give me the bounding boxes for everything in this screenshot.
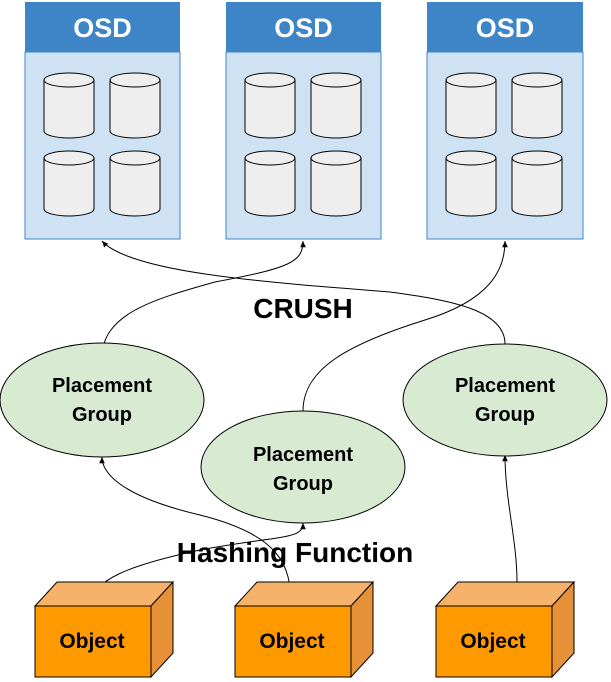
hash-arrow-obj2-pg1 xyxy=(99,456,292,606)
object-box-2: Object xyxy=(233,580,375,679)
osd-header xyxy=(226,2,381,52)
disk-group xyxy=(43,72,161,217)
osd-title: OSD xyxy=(476,13,535,43)
osd-header xyxy=(25,2,180,52)
placement-group-ellipse xyxy=(200,410,406,524)
placement-group-ellipse xyxy=(0,342,205,458)
disk-cylinder-icon xyxy=(445,150,497,217)
crush-arrow-pg3-osd1 xyxy=(101,240,506,345)
disk-group xyxy=(244,72,362,217)
placement-group-ellipse xyxy=(402,343,608,457)
disk-cylinder-icon xyxy=(43,72,95,139)
osd-node-1: OSD xyxy=(24,2,181,240)
crush-arrow-pg1-osd2 xyxy=(101,240,306,359)
crush-arrow-pg2-osd3 xyxy=(302,240,508,412)
osd-header xyxy=(427,2,583,52)
object-front-face xyxy=(34,605,152,678)
disk-cylinder-icon xyxy=(244,150,296,217)
disk-cylinder-icon xyxy=(511,150,563,217)
disk-cylinder-icon xyxy=(310,72,362,139)
object-label: Object xyxy=(59,630,124,653)
placement-group-2: Placement Group xyxy=(200,410,406,524)
osd-title: OSD xyxy=(274,13,333,43)
disk-cylinder-icon xyxy=(109,72,161,139)
object-box-3: Object xyxy=(434,580,576,679)
placement-group-label-line1: Placement xyxy=(52,375,152,397)
object-top-face xyxy=(33,581,175,607)
disk-cylinder-icon xyxy=(244,72,296,139)
placement-group-label-line1: Placement xyxy=(253,444,353,466)
disk-cylinder-icon xyxy=(310,150,362,217)
object-box-1: Object xyxy=(33,580,175,679)
osd-node-2: OSD xyxy=(225,2,382,240)
object-front-face xyxy=(435,605,553,678)
placement-group-3: Placement Group xyxy=(402,343,608,457)
object-label: Object xyxy=(259,630,324,653)
osd-node-3: OSD xyxy=(426,2,584,240)
disk-cylinder-icon xyxy=(445,72,497,139)
placement-group-1: Placement Group xyxy=(0,342,205,458)
placement-group-label-line2: Group xyxy=(273,473,333,495)
hash-arrow-obj3-pg3 xyxy=(502,454,518,583)
disk-cylinder-icon xyxy=(511,72,563,139)
placement-group-label-line2: Group xyxy=(72,404,132,426)
disk-group xyxy=(445,72,563,217)
object-front-face xyxy=(234,605,352,678)
object-label: Object xyxy=(460,630,525,653)
crush-label: CRUSH xyxy=(253,293,353,324)
disk-cylinder-icon xyxy=(109,150,161,217)
hashing-function-label: Hashing Function xyxy=(177,537,413,568)
osd-title: OSD xyxy=(73,13,132,43)
object-top-face xyxy=(434,581,576,607)
placement-group-label-line1: Placement xyxy=(455,375,555,397)
placement-group-label-line2: Group xyxy=(475,404,535,426)
object-top-face xyxy=(233,581,375,607)
disk-cylinder-icon xyxy=(43,150,95,217)
